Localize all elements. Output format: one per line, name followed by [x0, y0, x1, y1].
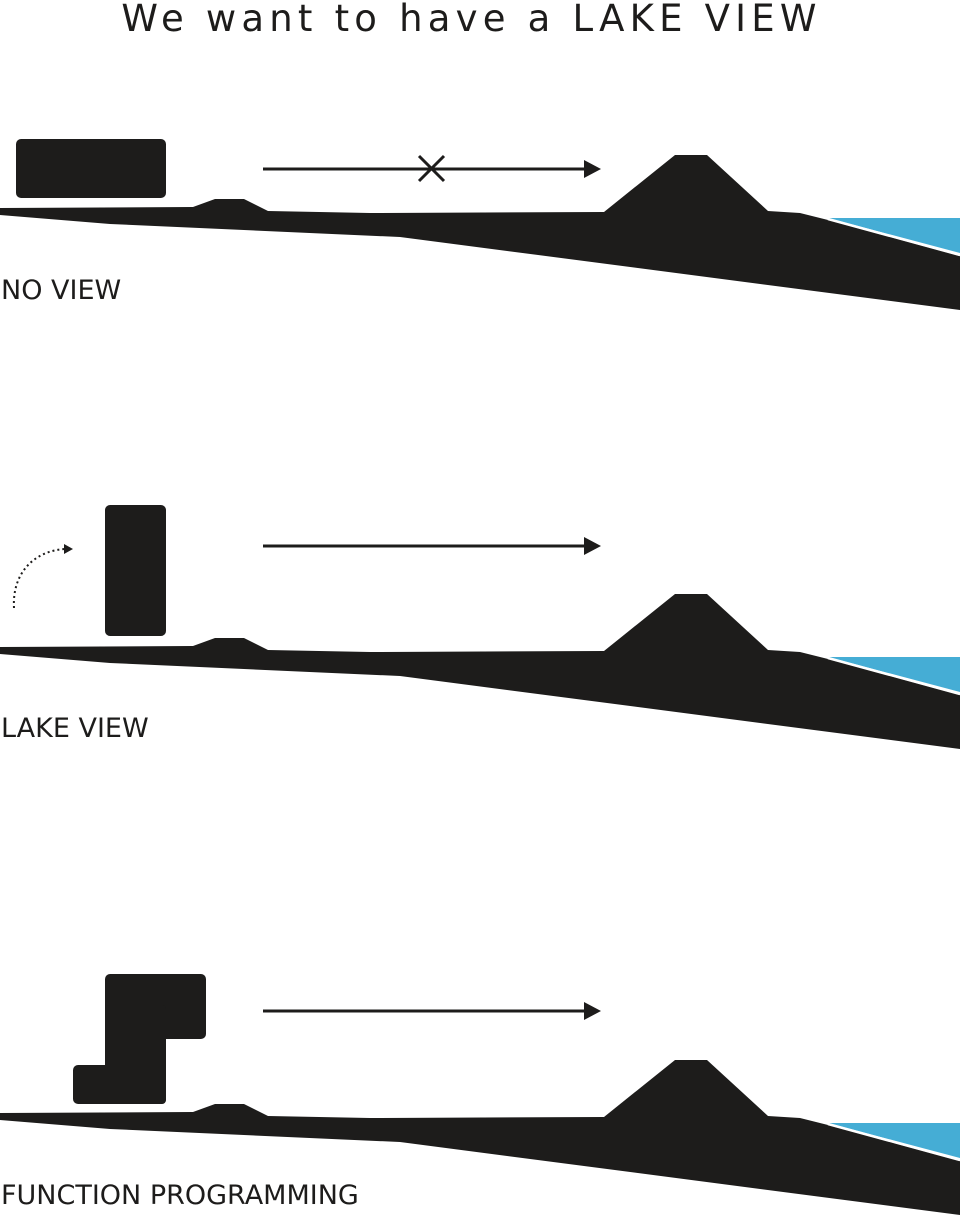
panel-no-view — [0, 139, 960, 312]
rotate-arrow-icon — [12, 544, 73, 609]
building-tower — [105, 505, 166, 636]
panel-lake-view — [0, 505, 960, 751]
stepped-building — [73, 974, 206, 1104]
building-block — [16, 139, 166, 198]
page-title: We want to have a LAKE VIEW — [121, 0, 822, 40]
view-arrow — [263, 160, 601, 178]
panel-label-function-programming: FUNCTION PROGRAMMING — [1, 1180, 359, 1211]
panel-function-programming — [0, 974, 960, 1216]
blocked-cross-icon — [417, 154, 446, 183]
view-arrow — [263, 537, 601, 555]
view-arrow — [263, 1002, 601, 1020]
panel-label-lake-view: LAKE VIEW — [1, 713, 149, 744]
panel-label-no-view: NO VIEW — [1, 275, 122, 306]
